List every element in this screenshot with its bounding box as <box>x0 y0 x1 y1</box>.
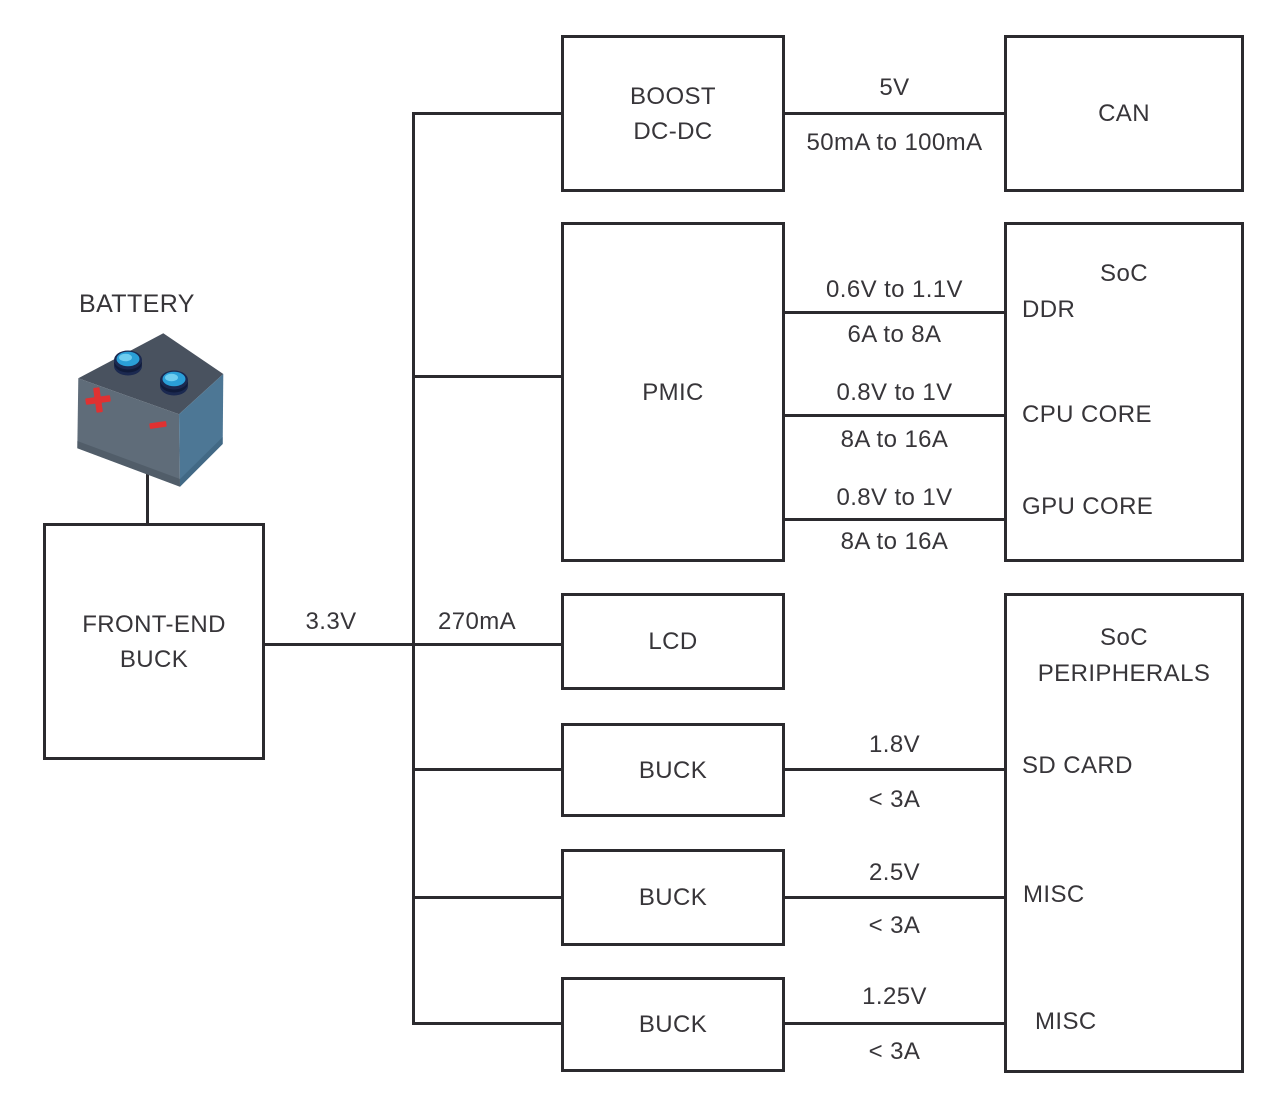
connector-pmic-ddr <box>785 311 1004 314</box>
sd-current-label: < 3A <box>868 786 921 813</box>
peripherals-rail-misc1: MISC <box>1023 881 1085 908</box>
branch-to-buck-misc1 <box>412 896 561 899</box>
peripherals-rail-sd-card: SD CARD <box>1022 752 1133 779</box>
misc1-current-label: < 3A <box>868 912 921 939</box>
branch-to-pmic <box>412 375 561 378</box>
lcd-label: LCD <box>648 628 698 655</box>
soc-rail-gpu-core: GPU CORE <box>1022 493 1154 520</box>
block-can: CAN <box>1004 35 1244 192</box>
soc-rail-cpu-core: CPU CORE <box>1022 401 1152 428</box>
soc-peripherals-title-line1: SoC <box>1100 624 1148 651</box>
block-front-end-buck: FRONT-END BUCK <box>43 523 265 760</box>
soc-peripherals-title-line2: PERIPHERALS <box>1037 660 1211 687</box>
connector-pmic-cpu <box>785 414 1004 417</box>
peripherals-rail-misc2: MISC <box>1035 1008 1097 1035</box>
ddr-voltage-label: 0.6V to 1.1V <box>826 276 963 303</box>
battery-wire <box>146 472 149 524</box>
block-boost-dcdc: BOOST DC-DC <box>561 35 785 192</box>
cpu-voltage-label: 0.8V to 1V <box>836 379 953 406</box>
boost-label-line2: DC-DC <box>633 117 713 145</box>
branch-to-boost <box>412 112 561 115</box>
front-end-buck-label-line1: FRONT-END <box>82 610 226 638</box>
plus-icon <box>85 387 111 413</box>
pmic-label: PMIC <box>642 378 704 406</box>
misc2-voltage-label: 1.25V <box>862 983 927 1010</box>
connector-buck-sd <box>785 768 1004 771</box>
gpu-voltage-label: 0.8V to 1V <box>836 484 953 511</box>
bus-line-3v3 <box>412 112 415 1025</box>
connector-pmic-gpu <box>785 518 1004 521</box>
battery-terminal-positive <box>114 350 142 376</box>
buck-sd-label: BUCK <box>638 756 708 784</box>
soc-title: SoC <box>1100 260 1148 287</box>
branch-to-buck-sd <box>412 768 561 771</box>
battery-label: BATTERY <box>79 290 195 318</box>
block-pmic: PMIC <box>561 222 785 562</box>
buck-misc1-label: BUCK <box>638 884 708 911</box>
branch-to-buck-misc2 <box>412 1022 561 1025</box>
block-soc <box>1004 222 1244 562</box>
can-label: CAN <box>1098 100 1150 127</box>
block-soc-peripherals <box>1004 593 1244 1073</box>
connector-buck-misc1 <box>785 896 1004 899</box>
can-voltage-label: 5V <box>879 74 910 101</box>
battery-terminal-negative <box>160 370 188 396</box>
can-current-label: 50mA to 100mA <box>806 129 983 156</box>
misc1-voltage-label: 2.5V <box>869 859 920 886</box>
cpu-current-label: 8A to 16A <box>840 426 949 453</box>
block-buck-misc2: BUCK <box>561 977 785 1072</box>
connector-boost-can <box>785 112 1004 115</box>
connector-buck-misc2 <box>785 1022 1004 1025</box>
block-lcd: LCD <box>561 593 785 690</box>
front-end-buck-label-line2: BUCK <box>119 645 189 673</box>
bus-voltage-label: 3.3V <box>305 608 357 635</box>
minus-icon <box>149 421 167 429</box>
boost-label-line1: BOOST <box>629 82 716 110</box>
ddr-current-label: 6A to 8A <box>847 321 942 348</box>
soc-rail-ddr: DDR <box>1022 296 1076 323</box>
buck-misc2-label: BUCK <box>638 1011 708 1038</box>
block-buck-sd: BUCK <box>561 723 785 817</box>
block-buck-misc1: BUCK <box>561 849 785 946</box>
battery-illustration <box>77 333 224 487</box>
soc-peripherals-title: SoC PERIPHERALS <box>1004 620 1244 692</box>
bus-current-label: 270mA <box>437 608 517 635</box>
gpu-current-label: 8A to 16A <box>840 528 949 555</box>
sd-voltage-label: 1.8V <box>869 731 920 758</box>
misc2-current-label: < 3A <box>868 1038 921 1065</box>
